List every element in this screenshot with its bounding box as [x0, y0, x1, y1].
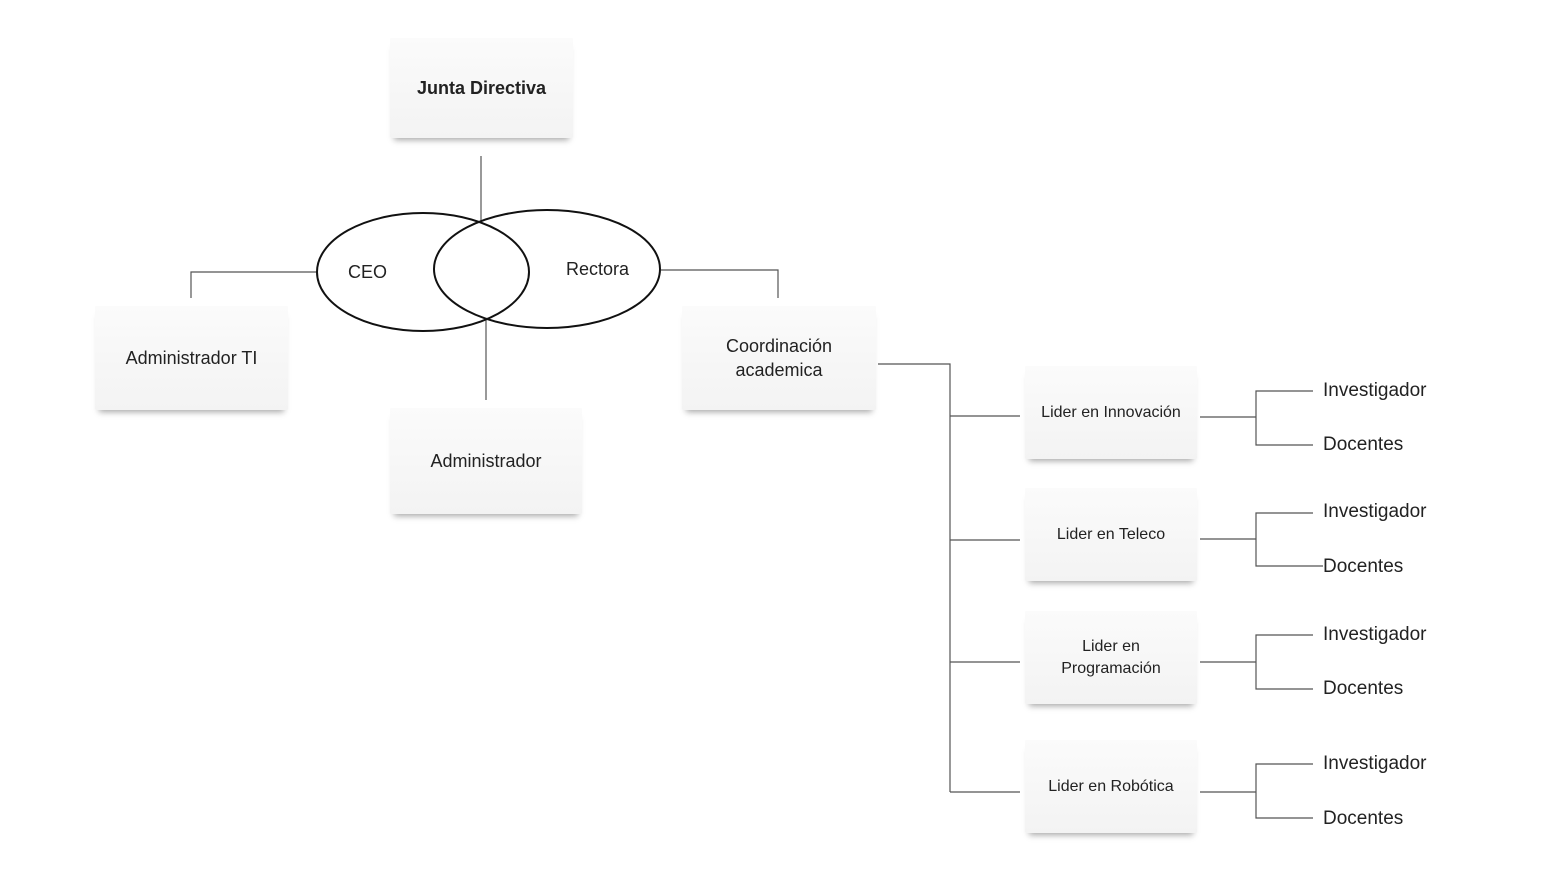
admin-ti-note[interactable]: Administrador TI: [95, 306, 288, 410]
coordination-label: Coordinación academica: [725, 335, 833, 380]
branch-programacion: [1200, 634, 1313, 690]
robotica-docentes[interactable]: Docentes: [1323, 808, 1404, 829]
branch-innovacion: [1200, 390, 1313, 446]
branch-teleco: [1200, 512, 1323, 567]
admin-note[interactable]: Administrador: [390, 408, 582, 514]
leader-innovacion-label: Lider en Innovación: [1041, 403, 1181, 421]
programacion-investigador[interactable]: Investigador: [1323, 624, 1427, 645]
branch-robotica: [1200, 763, 1313, 819]
leader-programacion-note[interactable]: Lider en Programación: [1025, 611, 1197, 704]
leader-teleco-note[interactable]: Lider en Teleco: [1025, 488, 1197, 581]
leader-robotica-note[interactable]: Lider en Robótica: [1025, 740, 1197, 833]
admin-ti-label: Administrador TI: [125, 347, 258, 368]
board-title: Junta Directiva: [416, 77, 547, 98]
line-ceo-to-admin-ti: [190, 271, 318, 298]
line-coordination-trunk: [878, 363, 951, 792]
leader-robotica-label: Lider en Robótica: [1048, 777, 1174, 795]
board-note[interactable]: Junta Directiva: [390, 38, 573, 138]
coordination-note[interactable]: Coordinación academica: [682, 306, 876, 410]
rector-ellipse: [433, 209, 661, 329]
robotica-investigador[interactable]: Investigador: [1323, 753, 1427, 774]
innovacion-docentes[interactable]: Docentes: [1323, 434, 1404, 455]
teleco-docentes[interactable]: Docentes: [1323, 556, 1404, 577]
ceo-label: CEO: [348, 262, 388, 282]
admin-label: Administrador: [430, 450, 542, 471]
ceo-ellipse: [316, 212, 530, 332]
leader-programacion-label: Lider en Programación: [1061, 637, 1161, 677]
rector-label: Rectora: [566, 259, 630, 279]
leader-innovacion-note[interactable]: Lider en Innovación: [1025, 366, 1197, 459]
innovacion-investigador[interactable]: Investigador: [1323, 380, 1427, 401]
programacion-docentes[interactable]: Docentes: [1323, 678, 1404, 699]
teleco-investigador[interactable]: Investigador: [1323, 501, 1427, 522]
leader-teleco-label: Lider en Teleco: [1056, 525, 1166, 543]
line-rector-to-coordination: [661, 269, 779, 298]
